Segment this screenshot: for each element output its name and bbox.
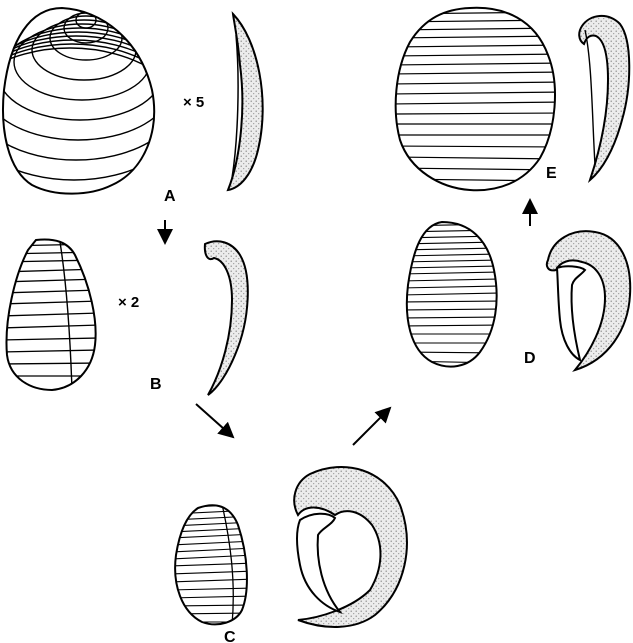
stage-b-shell-top-view — [0, 240, 100, 390]
stage-c-label: C — [224, 629, 236, 643]
stage-a-label: A — [164, 188, 176, 205]
arrow-b-to-c — [196, 404, 233, 437]
stage-d-label: D — [524, 350, 536, 367]
stage-a-magnification: × 5 — [183, 94, 204, 111]
stage-e-shell-top-view — [390, 8, 565, 190]
stage-d-shell-top-view — [400, 222, 500, 367]
stage-e-label: E — [546, 165, 557, 182]
stage-e-shell-cross-section — [579, 16, 629, 180]
stage-a-shell-cross-section — [228, 14, 263, 190]
stage-b-label: B — [150, 376, 162, 393]
arrow-c-to-d — [353, 408, 390, 445]
stage-b-shell-cross-section — [205, 241, 248, 395]
stage-c-shell-top-view — [170, 504, 255, 625]
stage-d-shell-cross-section — [547, 231, 630, 370]
stage-c-shell-cross-section — [294, 467, 407, 627]
stage-b-magnification: × 2 — [118, 294, 139, 311]
